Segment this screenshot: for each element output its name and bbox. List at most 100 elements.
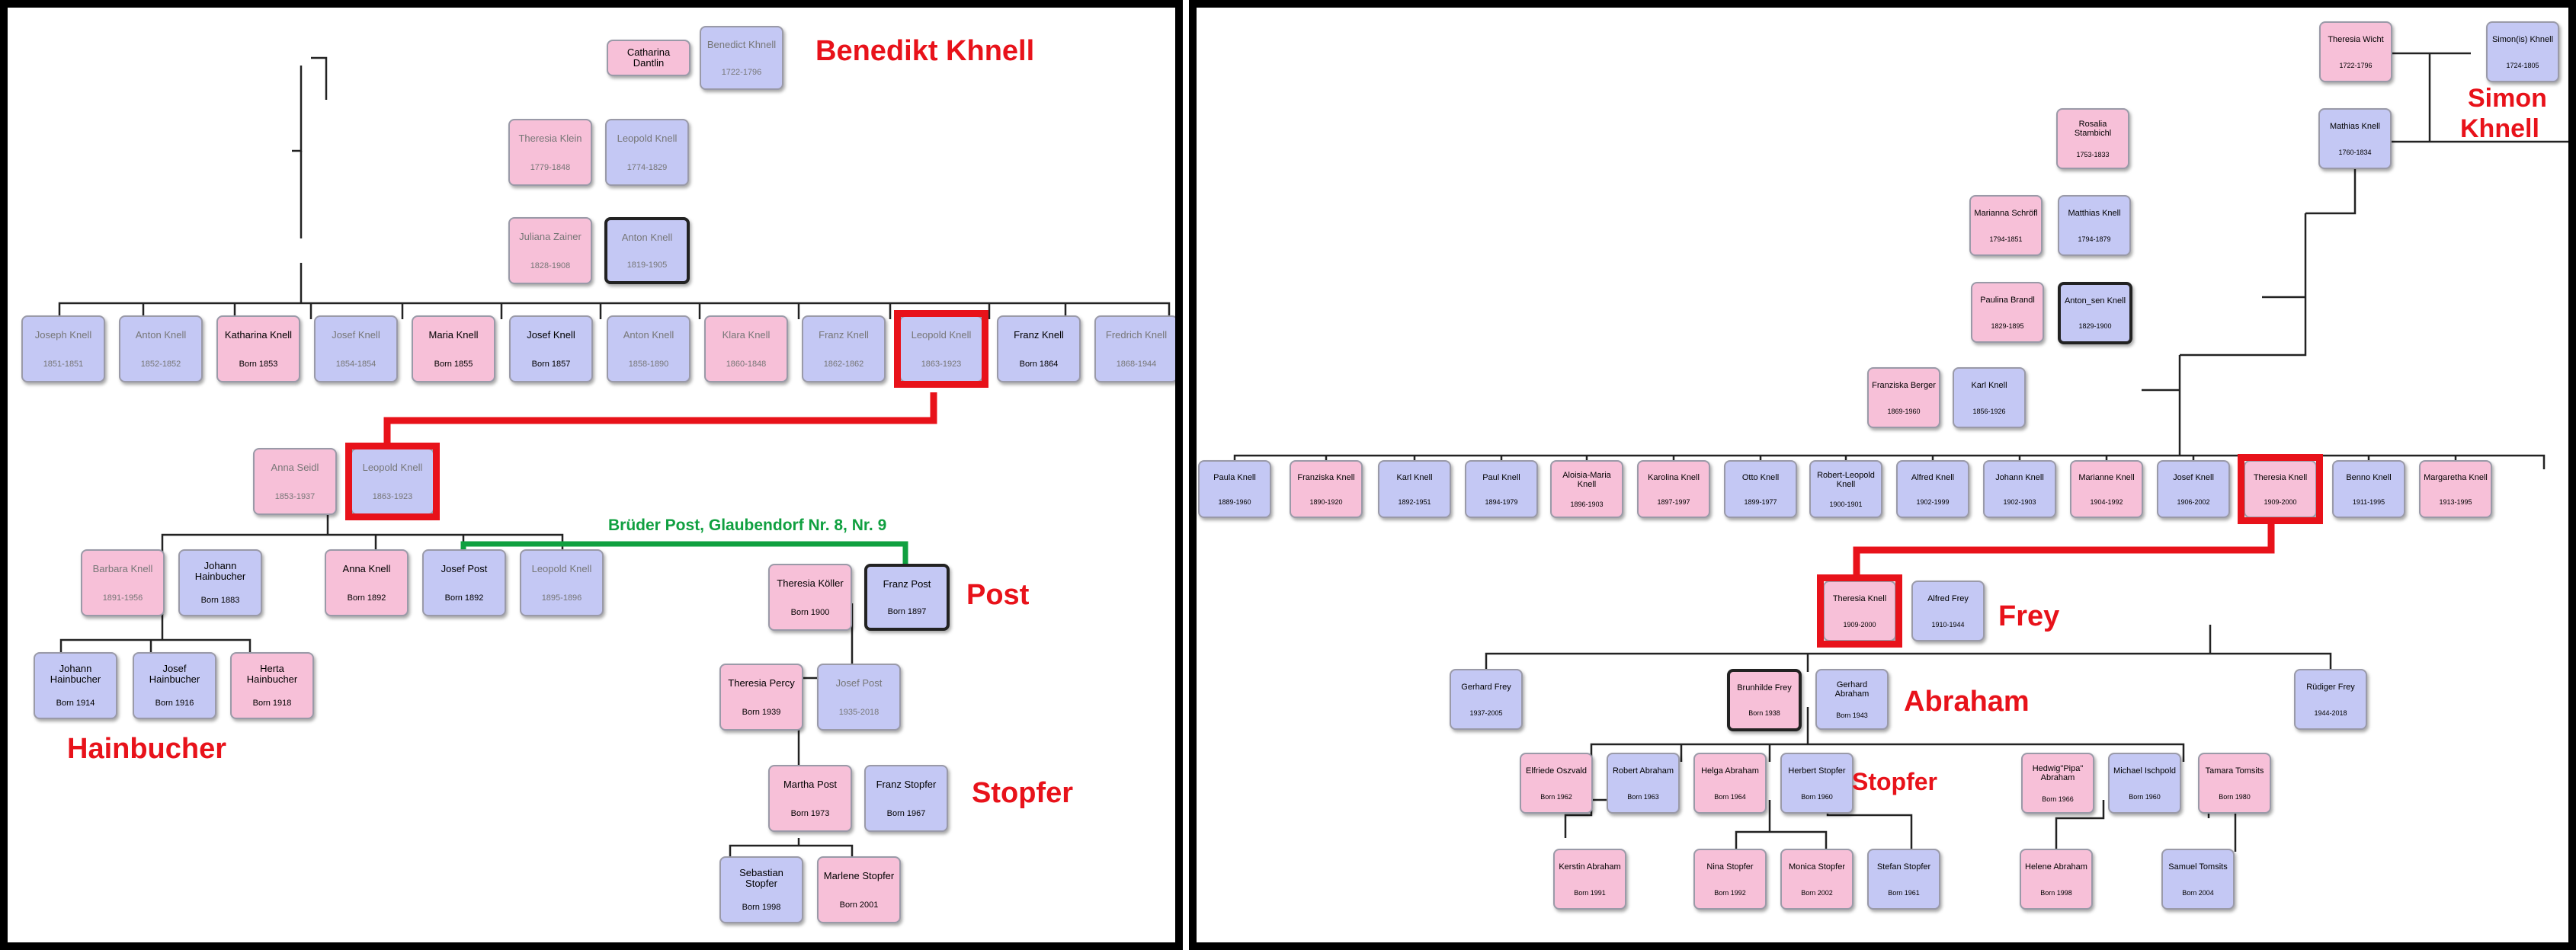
- person-dates: Born 1991: [1574, 888, 1606, 897]
- person-dates: Born 1960: [2129, 792, 2161, 801]
- person-dates: Born 1892: [444, 593, 484, 603]
- person-dates: Born 1892: [347, 593, 386, 603]
- person-dates: 1856-1926: [1972, 407, 2006, 415]
- person-dates: 1911-1995: [2352, 497, 2385, 506]
- person-name: Nina Stopfer: [1706, 862, 1754, 872]
- person-name: Aloisia-Maria Knell: [1562, 470, 1611, 489]
- person-dates: 1852-1852: [140, 359, 181, 369]
- person-dates: Born 1973: [790, 808, 830, 818]
- person-name: Johann Hainbucher: [50, 663, 101, 685]
- person-dates: Born 1853: [239, 359, 278, 369]
- person-name: Theresia Percy: [728, 677, 795, 689]
- person-card[interactable]: Catharina Dantlin: [607, 40, 690, 76]
- person-dates: 1863-1923: [372, 491, 413, 501]
- person-dates: 1902-1999: [1916, 497, 1950, 506]
- person-dates: Born 1943: [1836, 711, 1868, 719]
- person-name: Josef Post: [835, 677, 883, 689]
- highlight-frame: [345, 443, 440, 520]
- person-name: Rosalia Stambichl: [2074, 119, 2112, 138]
- person-dates: 1722-1796: [721, 67, 762, 77]
- person-name: Robert Abraham: [1612, 766, 1674, 776]
